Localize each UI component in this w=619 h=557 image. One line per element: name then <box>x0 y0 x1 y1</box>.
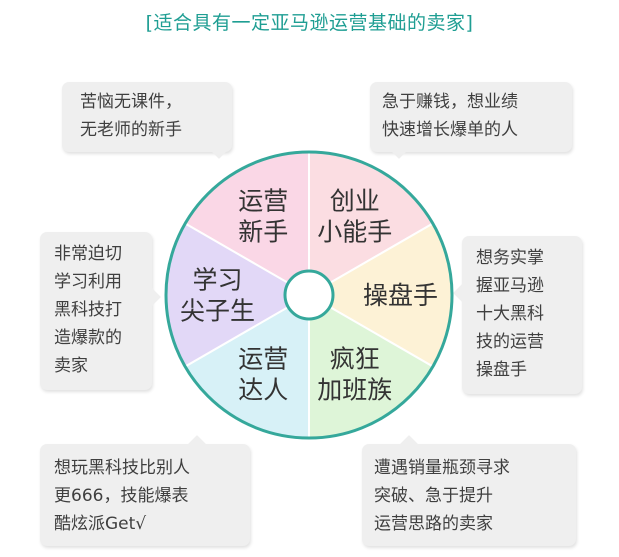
wheel-hub <box>283 269 335 321</box>
wheel-rim <box>164 150 454 440</box>
wheel-segment-2-label-1: 创业 <box>330 186 380 215</box>
wheel-segment-4-label-2: 加班族 <box>317 376 392 405</box>
wheel-segment-2-label-2: 小能手 <box>317 217 392 246</box>
bubble-mid-right: 想务实掌 握亚马逊 十大黑科 技的运营 操盘手 <box>453 236 582 394</box>
bubble-mid-left-text: 非常迫切 学习利用 黑科技打 造爆款的 卖家 <box>54 244 122 376</box>
bubble-top-left-text: 苦恼无课件， 无老师的新手 <box>80 92 182 140</box>
wheel-segment-6-label-1: 学习 <box>192 266 242 295</box>
bubble-top-left: 苦恼无课件， 无老师的新手 <box>62 82 232 159</box>
bubble-bottom-right: 遭遇销量瓶颈寻求 突破、急于提升 运营思路的卖家 <box>362 435 576 546</box>
wheel-segment-3-label-1: 操盘手 <box>363 281 438 310</box>
wheel-segment-1-label-1: 运营 <box>238 186 288 215</box>
bubble-mid-left: 非常迫切 学习利用 黑科技打 造爆款的 卖家 <box>40 232 161 390</box>
page-title: [适合具有一定亚马逊运营基础的卖家] <box>145 12 474 34</box>
bubble-bottom-left-text: 想玩黑科技比别人 更666，技能爆表 酷炫派Get√ <box>54 458 190 534</box>
wheel-segment-4-label-1: 疯狂 <box>330 345 380 374</box>
bubble-mid-right-text: 想务实掌 握亚马逊 十大黑科 技的运营 操盘手 <box>476 248 544 380</box>
wheel-segment-5-label-1: 运营 <box>238 345 288 374</box>
bubble-bottom-right-text: 遭遇销量瓶颈寻求 突破、急于提升 运营思路的卖家 <box>374 458 510 534</box>
wheel-segment-1-label-2: 新手 <box>238 217 288 246</box>
wheel-segment-5-label-2: 达人 <box>238 376 288 405</box>
bubble-bottom-left: 想玩黑科技比别人 更666，技能爆表 酷炫派Get√ <box>40 435 250 546</box>
bubble-top-right-text: 急于赚钱，想业绩 快速增长爆单的人 <box>382 92 518 140</box>
bubble-top-right: 急于赚钱，想业绩 快速增长爆单的人 <box>370 82 572 159</box>
wheel-segment-6-label-2: 尖子生 <box>180 297 255 326</box>
